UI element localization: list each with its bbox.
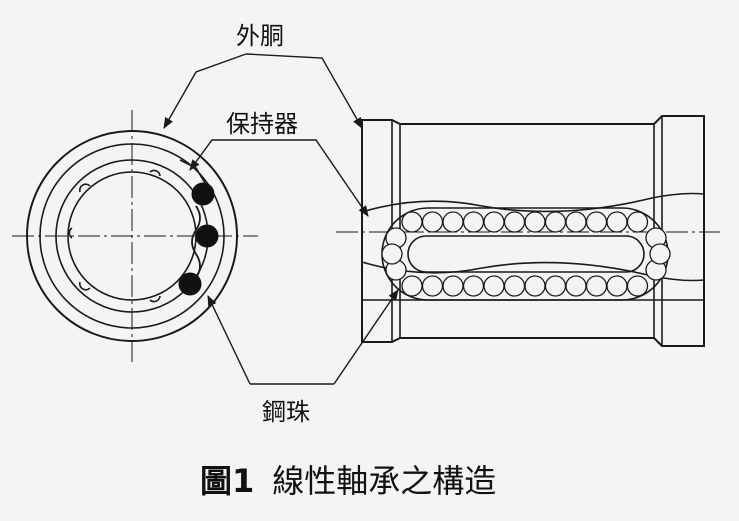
outer-sleeve-label: 外胴 — [236, 22, 284, 50]
circuit-ball-15 — [462, 275, 485, 297]
circuit-ball-18 — [524, 275, 546, 297]
circuit-ball-10 — [606, 211, 628, 233]
circuit-ball-2 — [442, 211, 464, 233]
circuit-ball-5 — [503, 211, 526, 233]
circuit-ball-8 — [565, 211, 587, 233]
circuit-ball-17 — [503, 275, 526, 297]
steel-balls-label: 鋼珠 — [262, 398, 310, 426]
balls-leader — [207, 294, 251, 385]
leader-lines — [163, 53, 399, 385]
ball-3 — [178, 272, 202, 296]
circuit-ball-13 — [421, 275, 444, 297]
circuit-ball-4 — [483, 211, 505, 233]
circuit-ball-29 — [649, 243, 671, 265]
circuit-ball-12 — [401, 275, 423, 297]
ball-2 — [195, 224, 219, 248]
circuit-ball-14 — [442, 275, 464, 297]
figure-title: 線性軸承之構造 — [272, 462, 497, 500]
circuit-ball-28 — [381, 243, 403, 265]
side-view-balls — [381, 211, 671, 297]
ball-1 — [191, 182, 215, 206]
circuit-ball-9 — [585, 211, 608, 233]
circuit-ball-16 — [483, 275, 505, 297]
circuit-ball-7 — [544, 211, 567, 233]
circuit-ball-21 — [585, 275, 608, 297]
figure-number: 圖1 — [200, 462, 255, 500]
end-view-balls — [178, 182, 219, 296]
circuit-ball-22 — [606, 275, 628, 297]
circuit-ball-3 — [462, 211, 485, 233]
figure-caption: 圖1 線性軸承之構造 — [200, 456, 496, 502]
circuit-ball-0 — [401, 211, 423, 233]
circuit-ball-23 — [626, 275, 649, 297]
circuit-ball-20 — [565, 275, 587, 297]
circuit-ball-11 — [626, 211, 649, 233]
ball-circuit-inner — [407, 235, 645, 273]
retainer-leader — [189, 139, 232, 171]
outer-leader — [163, 53, 247, 129]
circuit-ball-1 — [421, 211, 444, 233]
retainer-label: 保持器 — [226, 110, 298, 138]
circuit-ball-19 — [544, 275, 567, 297]
circuit-ball-6 — [524, 211, 546, 233]
